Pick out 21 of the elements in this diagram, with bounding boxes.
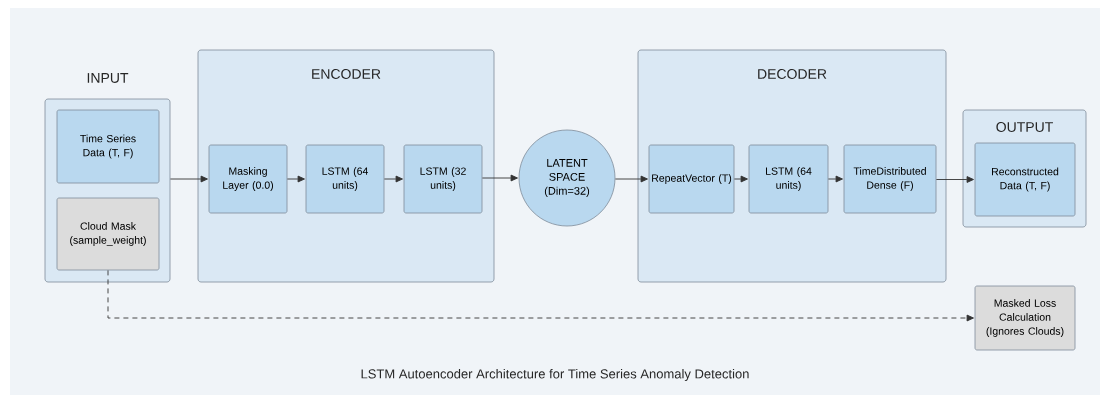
caption: LSTM Autoencoder Architecture for Time Series Anomaly Detection [361, 368, 749, 382]
arrow [169, 175, 208, 183]
arrow [935, 176, 974, 183]
process-box: Reconstructed Data (T, F) [974, 142, 1076, 217]
arrow [383, 175, 403, 183]
mask-box: Cloud Mask (sample_weight) [56, 197, 160, 271]
process-box: RepeatVector (T) [648, 144, 735, 214]
process-box: LSTM (64 units) [305, 144, 385, 214]
arrow [107, 269, 974, 322]
node-label: INPUT [87, 73, 129, 83]
process-box: Time Series Data (T, F) [56, 109, 160, 184]
arrow [286, 175, 305, 183]
process-box: Masking Layer (0.0) [208, 144, 288, 214]
arrow [614, 175, 648, 183]
process-box: LSTM (64 units) [748, 144, 829, 214]
arrow [827, 175, 843, 183]
arrow [481, 174, 518, 182]
process-box: TimeDistributed Dense (F) [843, 144, 937, 214]
process-box: LSTM (32 units) [403, 144, 483, 214]
arrow [733, 175, 748, 183]
mask-box: Masked Loss Calculation (Ignores Clouds) [974, 285, 1076, 351]
